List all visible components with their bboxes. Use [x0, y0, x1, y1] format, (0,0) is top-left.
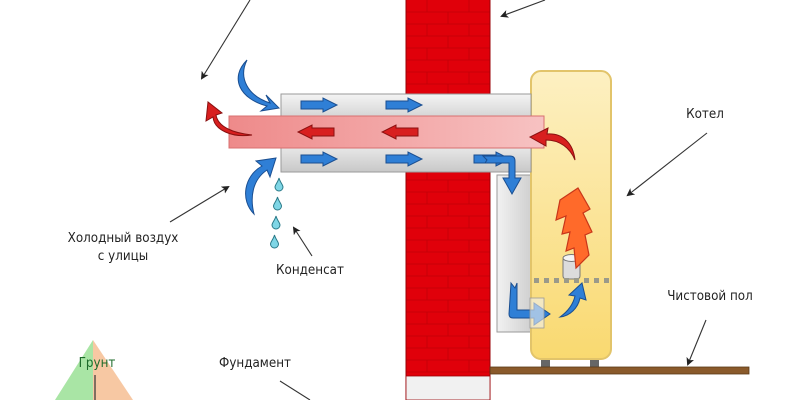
ground-marker: [55, 340, 190, 400]
intake-curved-arrow-bottom: [245, 157, 277, 216]
leader-cold-air: [169, 185, 230, 223]
droplet-icon: [271, 215, 281, 230]
droplet-icon: [274, 177, 284, 192]
finish-floor-board: [489, 366, 750, 375]
flue-curved-arrow: [528, 127, 576, 161]
intake-down-arrow: [481, 155, 522, 196]
label-cold-air-line2: с улицы: [97, 249, 149, 264]
grate-square: [534, 278, 539, 283]
label-finish-floor: Чистовой пол: [667, 289, 753, 304]
droplet-icon: [269, 234, 280, 249]
boiler-air-inlet: [529, 297, 545, 329]
label-ground: Грунт: [78, 356, 116, 371]
boiler: [530, 70, 612, 372]
label-condensate: Конденсат: [276, 263, 344, 278]
leader-condensate: [292, 226, 313, 257]
grate-square: [564, 278, 569, 283]
intake-arrow-right: [385, 97, 424, 113]
leader-top-left: [200, 0, 251, 80]
flame-icon: [555, 187, 593, 270]
label-foundation: Фундамент: [219, 356, 291, 371]
grate-square: [554, 278, 559, 283]
intake-arrow-right: [300, 151, 339, 167]
label-cold-air: Холодный воздух с улицы: [54, 230, 192, 266]
ground-green-wedge: [55, 340, 93, 400]
brick-wall: [405, 0, 491, 401]
leader-wall: [500, 0, 546, 18]
foundation-block: [405, 375, 491, 401]
boiler-leg-right: [590, 355, 599, 372]
leader-lines: [169, 0, 708, 401]
grate-square: [594, 278, 599, 283]
exhaust-arrow-left: [380, 124, 419, 140]
boiler-leg-left: [541, 355, 550, 372]
grate-square: [574, 278, 579, 283]
intake-curved-arrow-top: [237, 59, 281, 112]
label-cold-air-line1: Холодный воздух: [67, 231, 179, 246]
exhaust-flow-arrows: [296, 124, 419, 140]
intake-arrow-right: [385, 151, 424, 167]
leader-floor: [686, 319, 707, 366]
combustion-air-curved-arrow: [558, 282, 587, 318]
exhaust-arrow-left: [296, 124, 335, 140]
exhaust-outlet-curved-arrow: [205, 101, 253, 137]
label-boiler: Котел: [686, 107, 724, 122]
ground-orange-wedge: [93, 340, 133, 400]
burner-grate: [534, 278, 609, 283]
grate-square: [584, 278, 589, 283]
ground-fade: [130, 340, 190, 400]
intake-arrow-right: [300, 97, 339, 113]
condensate-droplets: [269, 177, 284, 249]
grate-square: [544, 278, 549, 283]
leader-boiler: [626, 132, 708, 197]
droplet-icon: [272, 196, 283, 211]
leader-foundation: [279, 380, 311, 401]
grate-square: [604, 278, 609, 283]
